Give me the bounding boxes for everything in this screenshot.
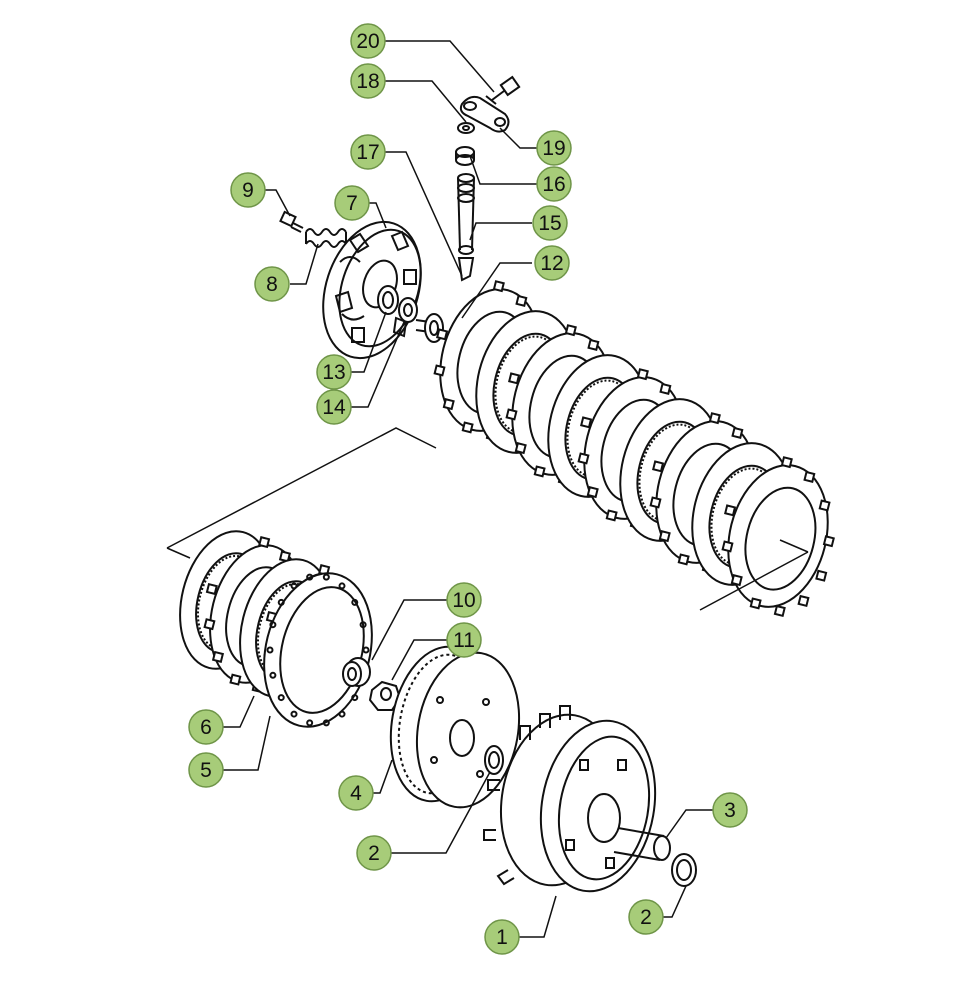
thrust-washer-part bbox=[398, 297, 418, 323]
callout-number: 12 bbox=[540, 252, 563, 275]
callout-18: 18 bbox=[350, 63, 386, 99]
callout-circle bbox=[446, 582, 482, 618]
callout-circle bbox=[356, 835, 392, 871]
callout-number: 2 bbox=[640, 906, 652, 929]
callout-circle bbox=[712, 792, 748, 828]
callout-10: 10 bbox=[446, 582, 482, 618]
upper-plate-stack bbox=[433, 280, 835, 618]
bearing-part bbox=[377, 285, 399, 315]
group-bracket bbox=[166, 427, 809, 611]
pressure-plate-part bbox=[322, 220, 422, 360]
callout-16: 16 bbox=[536, 166, 572, 202]
callout-number: 17 bbox=[356, 141, 379, 164]
callout-number: 9 bbox=[242, 179, 254, 202]
callout-6: 6 bbox=[188, 709, 224, 745]
callout-circle bbox=[230, 172, 266, 208]
callout-11: 11 bbox=[446, 622, 482, 658]
callout-number: 20 bbox=[356, 30, 379, 53]
callout-number: 11 bbox=[453, 629, 475, 652]
callout-circle bbox=[334, 185, 370, 221]
release-shaft-part bbox=[457, 173, 475, 282]
callout-14: 14 bbox=[316, 389, 352, 425]
callout-circle bbox=[484, 919, 520, 955]
washer-hole bbox=[488, 751, 500, 769]
callout-4: 4 bbox=[338, 775, 374, 811]
washer-hole bbox=[676, 859, 692, 881]
callout-layer: 20 18 19 17 16 9 7 15 12 8 13 14 10 11 6 5 4 3 2 2 1 bbox=[188, 23, 748, 955]
callout-19: 19 bbox=[536, 130, 572, 166]
callout-9: 9 bbox=[230, 172, 266, 208]
callout-number: 5 bbox=[200, 759, 212, 782]
callout-number: 18 bbox=[356, 70, 379, 93]
callout-circle bbox=[446, 622, 482, 658]
callout-1: 1 bbox=[484, 919, 520, 955]
friction-plate bbox=[721, 456, 835, 618]
nut-part bbox=[342, 657, 371, 687]
callout-number: 2 bbox=[368, 842, 380, 865]
callout-number: 1 bbox=[496, 926, 508, 949]
clutch-housing-part bbox=[483, 705, 657, 893]
callout-circle bbox=[534, 245, 570, 281]
lower-plate-stack bbox=[179, 530, 373, 728]
callout-number: 8 bbox=[266, 273, 278, 296]
callout-number: 14 bbox=[322, 396, 346, 419]
callout-3: 3 bbox=[712, 792, 748, 828]
callout-2: 2 bbox=[628, 899, 664, 935]
sleeve-part bbox=[613, 827, 671, 861]
callout-20: 20 bbox=[350, 23, 386, 59]
thrust-washer-hole bbox=[403, 303, 413, 317]
callout-circle bbox=[188, 752, 224, 788]
washer-part bbox=[484, 745, 504, 775]
callout-number: 15 bbox=[538, 212, 561, 235]
washer-part bbox=[671, 853, 697, 887]
callout-circle bbox=[536, 166, 572, 202]
lower-assembly bbox=[342, 645, 697, 893]
callout-number: 16 bbox=[542, 173, 565, 196]
callout-13: 13 bbox=[316, 354, 352, 390]
callout-circle bbox=[536, 130, 572, 166]
callout-5: 5 bbox=[188, 752, 224, 788]
spring-part bbox=[305, 228, 347, 248]
washer-part bbox=[457, 122, 475, 134]
callout-circle bbox=[254, 266, 290, 302]
callout-2: 2 bbox=[356, 835, 392, 871]
callout-7: 7 bbox=[334, 185, 370, 221]
release-lever-part bbox=[459, 95, 510, 133]
callout-number: 3 bbox=[724, 799, 736, 822]
callout-number: 7 bbox=[346, 192, 358, 215]
callout-circle bbox=[316, 354, 352, 390]
callout-circle bbox=[350, 63, 386, 99]
callout-number: 13 bbox=[322, 361, 345, 384]
upper-assembly bbox=[279, 75, 521, 360]
callout-circle bbox=[628, 899, 664, 935]
callout-number: 19 bbox=[542, 137, 565, 160]
washer-hole bbox=[462, 125, 470, 131]
bearing-inner bbox=[382, 291, 394, 309]
callout-8: 8 bbox=[254, 266, 290, 302]
callout-number: 6 bbox=[200, 716, 212, 739]
oil-seal-part bbox=[455, 146, 475, 166]
callout-number: 10 bbox=[452, 589, 475, 612]
callout-15: 15 bbox=[532, 205, 568, 241]
callout-circle bbox=[188, 709, 224, 745]
push-piece-part bbox=[415, 313, 444, 343]
callout-circle bbox=[350, 134, 386, 170]
callout-circle bbox=[338, 775, 374, 811]
callout-circle bbox=[350, 23, 386, 59]
screw-part bbox=[279, 210, 304, 233]
leader-lines bbox=[222, 40, 714, 938]
callout-number: 4 bbox=[350, 782, 362, 805]
callout-17: 17 bbox=[350, 134, 386, 170]
callout-circle bbox=[532, 205, 568, 241]
callout-circle bbox=[316, 389, 352, 425]
callout-12: 12 bbox=[534, 245, 570, 281]
bolt-part bbox=[485, 75, 521, 105]
lock-washer-hole bbox=[380, 687, 392, 701]
